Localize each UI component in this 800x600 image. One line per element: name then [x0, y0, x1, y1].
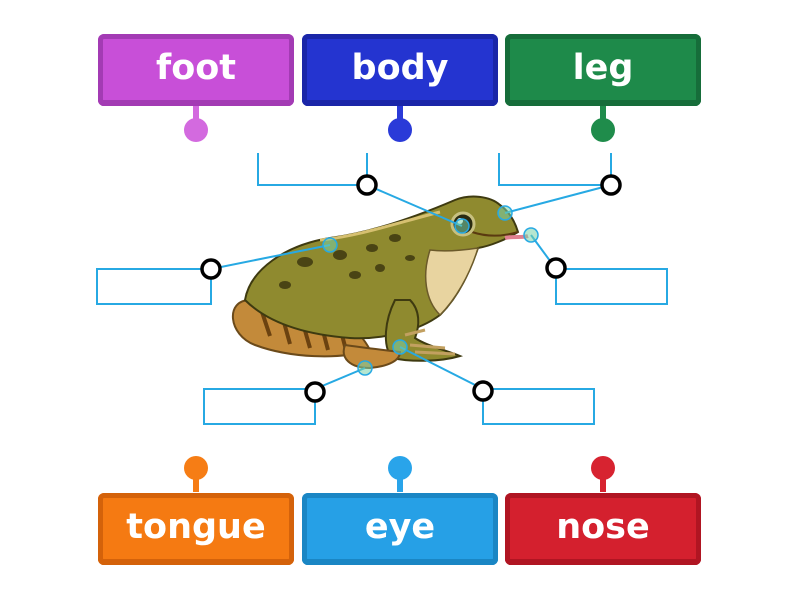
- drag-handle-tongue[interactable]: [184, 456, 208, 480]
- frog-illustration: [232, 195, 529, 370]
- label-tile-eye[interactable]: eye: [302, 493, 498, 565]
- label-text-leg: leg: [572, 48, 634, 88]
- label-text-foot: foot: [155, 48, 237, 88]
- drag-handle-leg[interactable]: [591, 118, 615, 142]
- answer-slot-bottom-left[interactable]: [203, 388, 316, 425]
- anchor-pins: [322, 205, 539, 376]
- label-text-body: body: [351, 48, 449, 88]
- drop-target-left[interactable]: [200, 258, 222, 280]
- answer-slots: [96, 153, 668, 425]
- drag-handle-body[interactable]: [388, 118, 412, 142]
- drop-target-bottom-right[interactable]: [472, 380, 494, 402]
- label-tile-nose[interactable]: nose: [505, 493, 701, 565]
- label-text-eye: eye: [364, 507, 436, 547]
- drag-handle-foot[interactable]: [184, 118, 208, 142]
- label-text-tongue: tongue: [126, 507, 266, 547]
- drop-targets: [200, 174, 622, 403]
- label-tile-body[interactable]: body: [302, 34, 498, 106]
- label-text-nose: nose: [556, 507, 650, 547]
- answer-slot-right[interactable]: [555, 268, 668, 305]
- drop-target-top-right[interactable]: [600, 174, 622, 196]
- label-tile-leg[interactable]: leg: [505, 34, 701, 106]
- answer-slot-left[interactable]: [96, 268, 212, 305]
- label-tile-foot[interactable]: foot: [98, 34, 294, 106]
- drop-target-bottom-left[interactable]: [304, 381, 326, 403]
- label-tile-tongue[interactable]: tongue: [98, 493, 294, 565]
- drag-handle-eye[interactable]: [388, 456, 412, 480]
- answer-slot-bottom-right[interactable]: [482, 388, 595, 425]
- drop-target-top-left[interactable]: [356, 174, 378, 196]
- drop-target-right[interactable]: [545, 257, 567, 279]
- drag-handle-nose[interactable]: [591, 456, 615, 480]
